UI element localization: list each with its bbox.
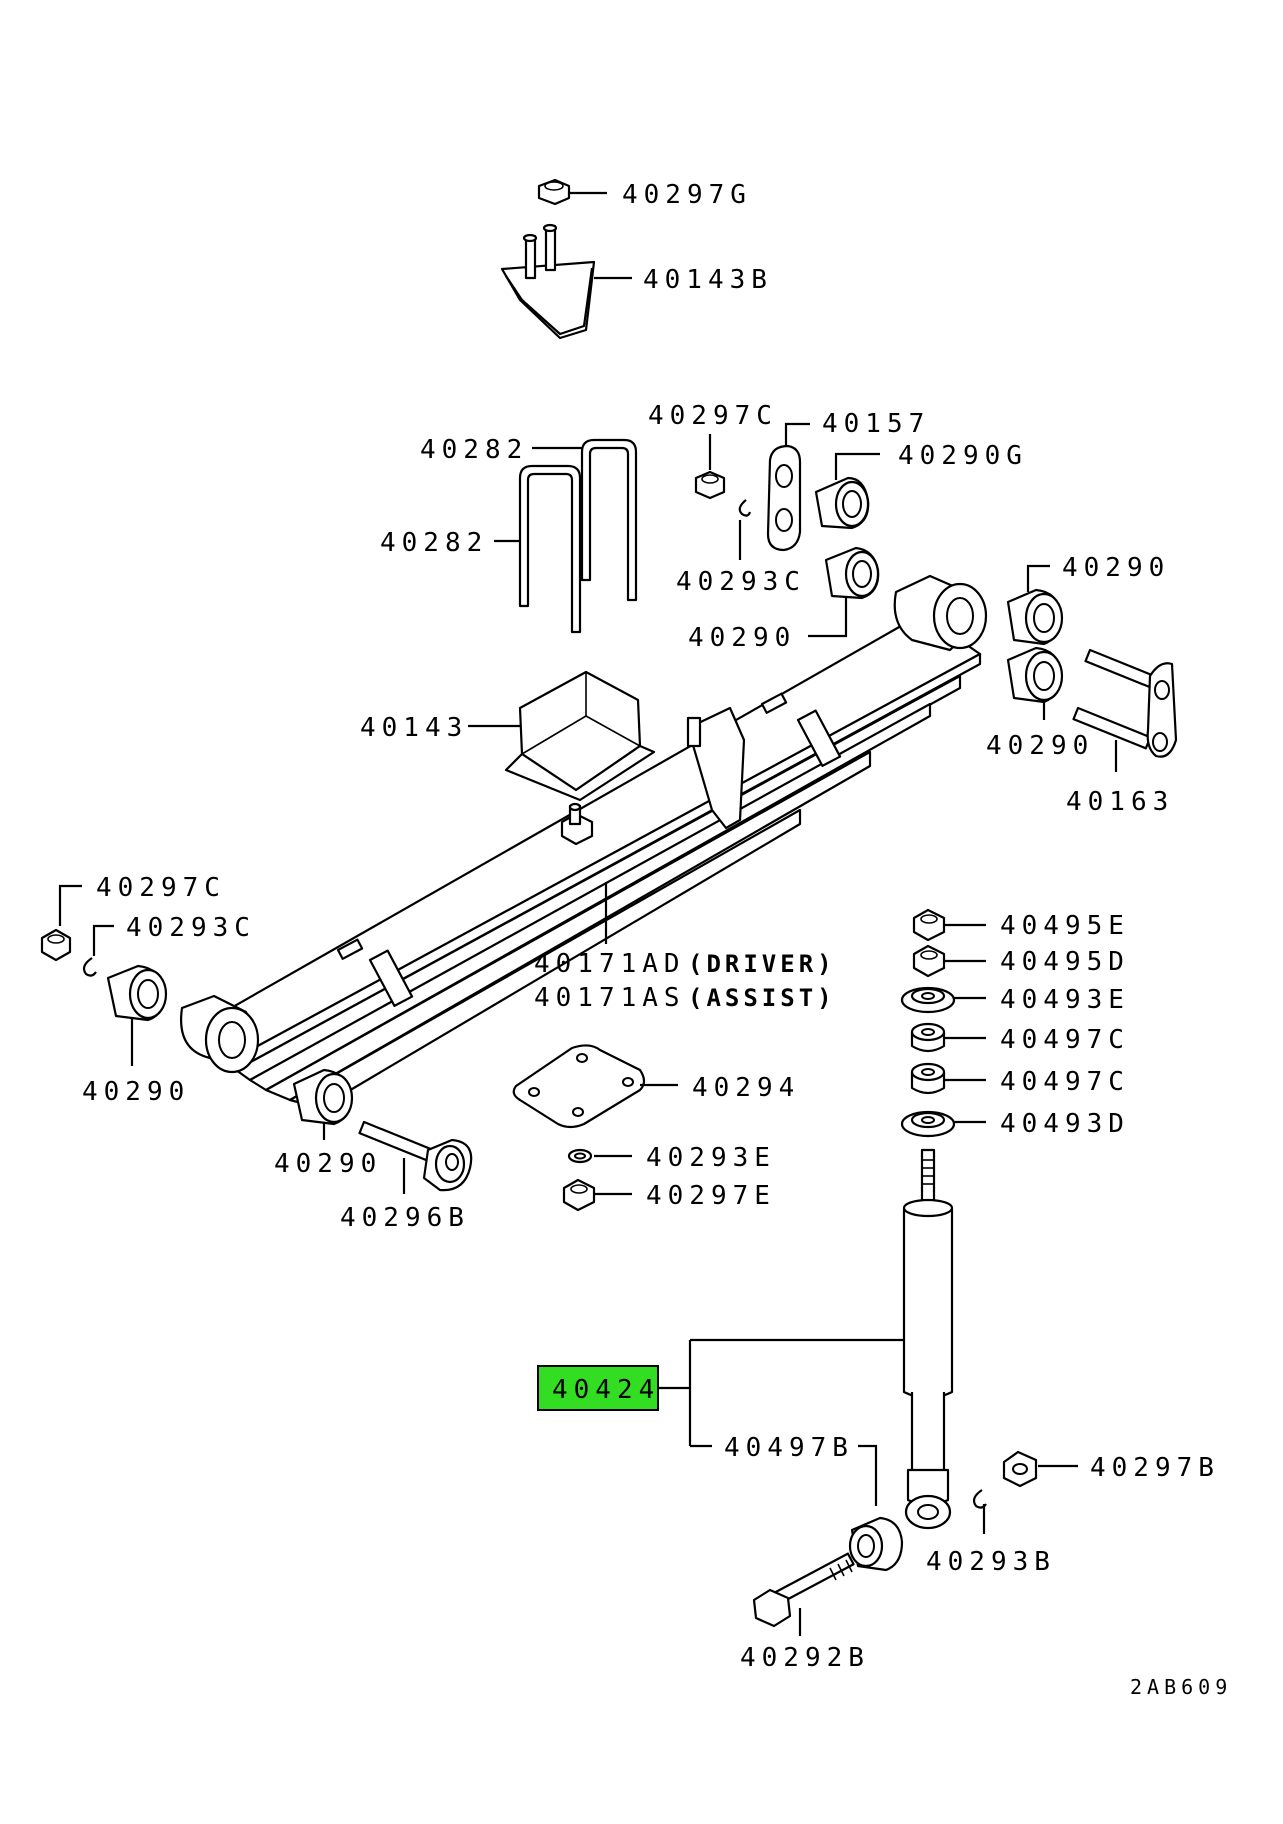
leader-40290-mid xyxy=(808,596,848,638)
label-40171AD[interactable]: 40171AD xyxy=(534,949,686,979)
label-40290G[interactable]: 40290G xyxy=(898,441,1028,471)
label-40297C-left[interactable]: 40297C xyxy=(96,873,226,903)
pin-40296B[interactable] xyxy=(358,1120,473,1192)
label-40297G[interactable]: 40297G xyxy=(622,180,752,210)
label-40293B[interactable]: 40293B xyxy=(926,1547,1056,1577)
label-40293E[interactable]: 40293E xyxy=(646,1143,776,1173)
washer-40493D[interactable] xyxy=(900,1110,956,1138)
bushing-40497B[interactable] xyxy=(848,1516,904,1572)
washer-40493E[interactable] xyxy=(900,986,956,1014)
label-40424[interactable]: 40424 xyxy=(552,1375,660,1405)
label-40297C-top[interactable]: 40297C xyxy=(648,401,778,431)
leader-40290-r1 xyxy=(1026,564,1050,592)
label-40294[interactable]: 40294 xyxy=(692,1073,800,1103)
label-40282-a[interactable]: 40282 xyxy=(420,435,528,465)
leader-40293C-left xyxy=(92,924,114,956)
label-40143B[interactable]: 40143B xyxy=(643,265,773,295)
nut-40297E[interactable] xyxy=(562,1178,596,1212)
u-bolt-40282-front[interactable] xyxy=(518,464,582,634)
leader-40424 xyxy=(658,1338,904,1448)
bushing-40497C-b[interactable] xyxy=(910,1062,946,1095)
nut-40297G[interactable] xyxy=(537,178,571,206)
highlight-box-40424 xyxy=(537,1365,659,1411)
label-40497B[interactable]: 40497B xyxy=(724,1433,854,1463)
label-40495D[interactable]: 40495D xyxy=(1000,947,1130,977)
label-40290-r1[interactable]: 40290 xyxy=(1062,553,1170,583)
lock-washer-40293C-top[interactable] xyxy=(738,499,752,517)
label-40143[interactable]: 40143 xyxy=(360,713,468,743)
shackle-40163[interactable] xyxy=(1072,648,1178,758)
label-40497C-a[interactable]: 40497C xyxy=(1000,1025,1130,1055)
u-bolt-40282-rear[interactable] xyxy=(580,438,638,602)
leader-40297C-left xyxy=(58,884,82,926)
label-40171AS[interactable]: 40171AS xyxy=(534,983,686,1013)
spring-seat-40294[interactable] xyxy=(512,1044,646,1129)
bump-stopper-40143B[interactable] xyxy=(500,223,596,340)
bushing-40497C-a[interactable] xyxy=(910,1022,946,1053)
nut-40495E[interactable] xyxy=(912,908,946,942)
shackle-plate-40157[interactable] xyxy=(766,444,802,552)
label-40293C-left[interactable]: 40293C xyxy=(126,913,256,943)
label-40497C-b[interactable]: 40497C xyxy=(1000,1067,1130,1097)
lock-washer-40293C-left[interactable] xyxy=(82,957,97,977)
diagram-code: 2AB609 xyxy=(1130,1675,1232,1699)
label-40292B[interactable]: 40292B xyxy=(740,1643,870,1673)
label-40282-b[interactable]: 40282 xyxy=(380,528,488,558)
bushing-40290-mid[interactable] xyxy=(824,546,880,600)
leader-40497B xyxy=(858,1444,878,1506)
lock-washer-40293E[interactable] xyxy=(567,1148,593,1164)
label-40293C-top[interactable]: 40293C xyxy=(676,567,806,597)
label-40157[interactable]: 40157 xyxy=(822,409,930,439)
bushing-40290-right-1[interactable] xyxy=(1006,588,1064,646)
bushing-40290-left[interactable] xyxy=(106,964,168,1022)
spring-pad-40143[interactable] xyxy=(504,670,656,802)
label-40493D[interactable]: 40493D xyxy=(1000,1109,1130,1139)
label-40290-left[interactable]: 40290 xyxy=(82,1077,190,1107)
label-40493E[interactable]: 40493E xyxy=(1000,985,1130,1015)
leaf-spring-40171[interactable] xyxy=(180,574,988,1110)
label-40171AS-note: (ASSIST) xyxy=(688,984,836,1012)
nut-40297C-top[interactable] xyxy=(694,470,726,500)
bushing-40290-low[interactable] xyxy=(292,1068,354,1126)
label-40163[interactable]: 40163 xyxy=(1066,787,1174,817)
bolt-40292B[interactable] xyxy=(752,1552,855,1628)
shock-absorber-40424[interactable] xyxy=(902,1148,954,1530)
label-40171AD-note: (DRIVER) xyxy=(688,950,836,978)
bushing-40290-right-2[interactable] xyxy=(1006,646,1064,704)
label-40290-low[interactable]: 40290 xyxy=(274,1149,382,1179)
nut-40297B[interactable] xyxy=(1002,1450,1038,1488)
label-40290-mid[interactable]: 40290 xyxy=(688,623,796,653)
nut-40297C-left[interactable] xyxy=(40,928,72,962)
nut-40495D[interactable] xyxy=(912,944,946,978)
leader-40157 xyxy=(784,422,810,446)
leader-40290G xyxy=(834,452,880,480)
label-40297B[interactable]: 40297B xyxy=(1090,1453,1220,1483)
label-40290-r2[interactable]: 40290 xyxy=(986,731,1094,761)
bushing-40290G[interactable] xyxy=(814,476,870,530)
label-40495E[interactable]: 40495E xyxy=(1000,911,1130,941)
label-40296B[interactable]: 40296B xyxy=(340,1203,470,1233)
label-40297E[interactable]: 40297E xyxy=(646,1181,776,1211)
